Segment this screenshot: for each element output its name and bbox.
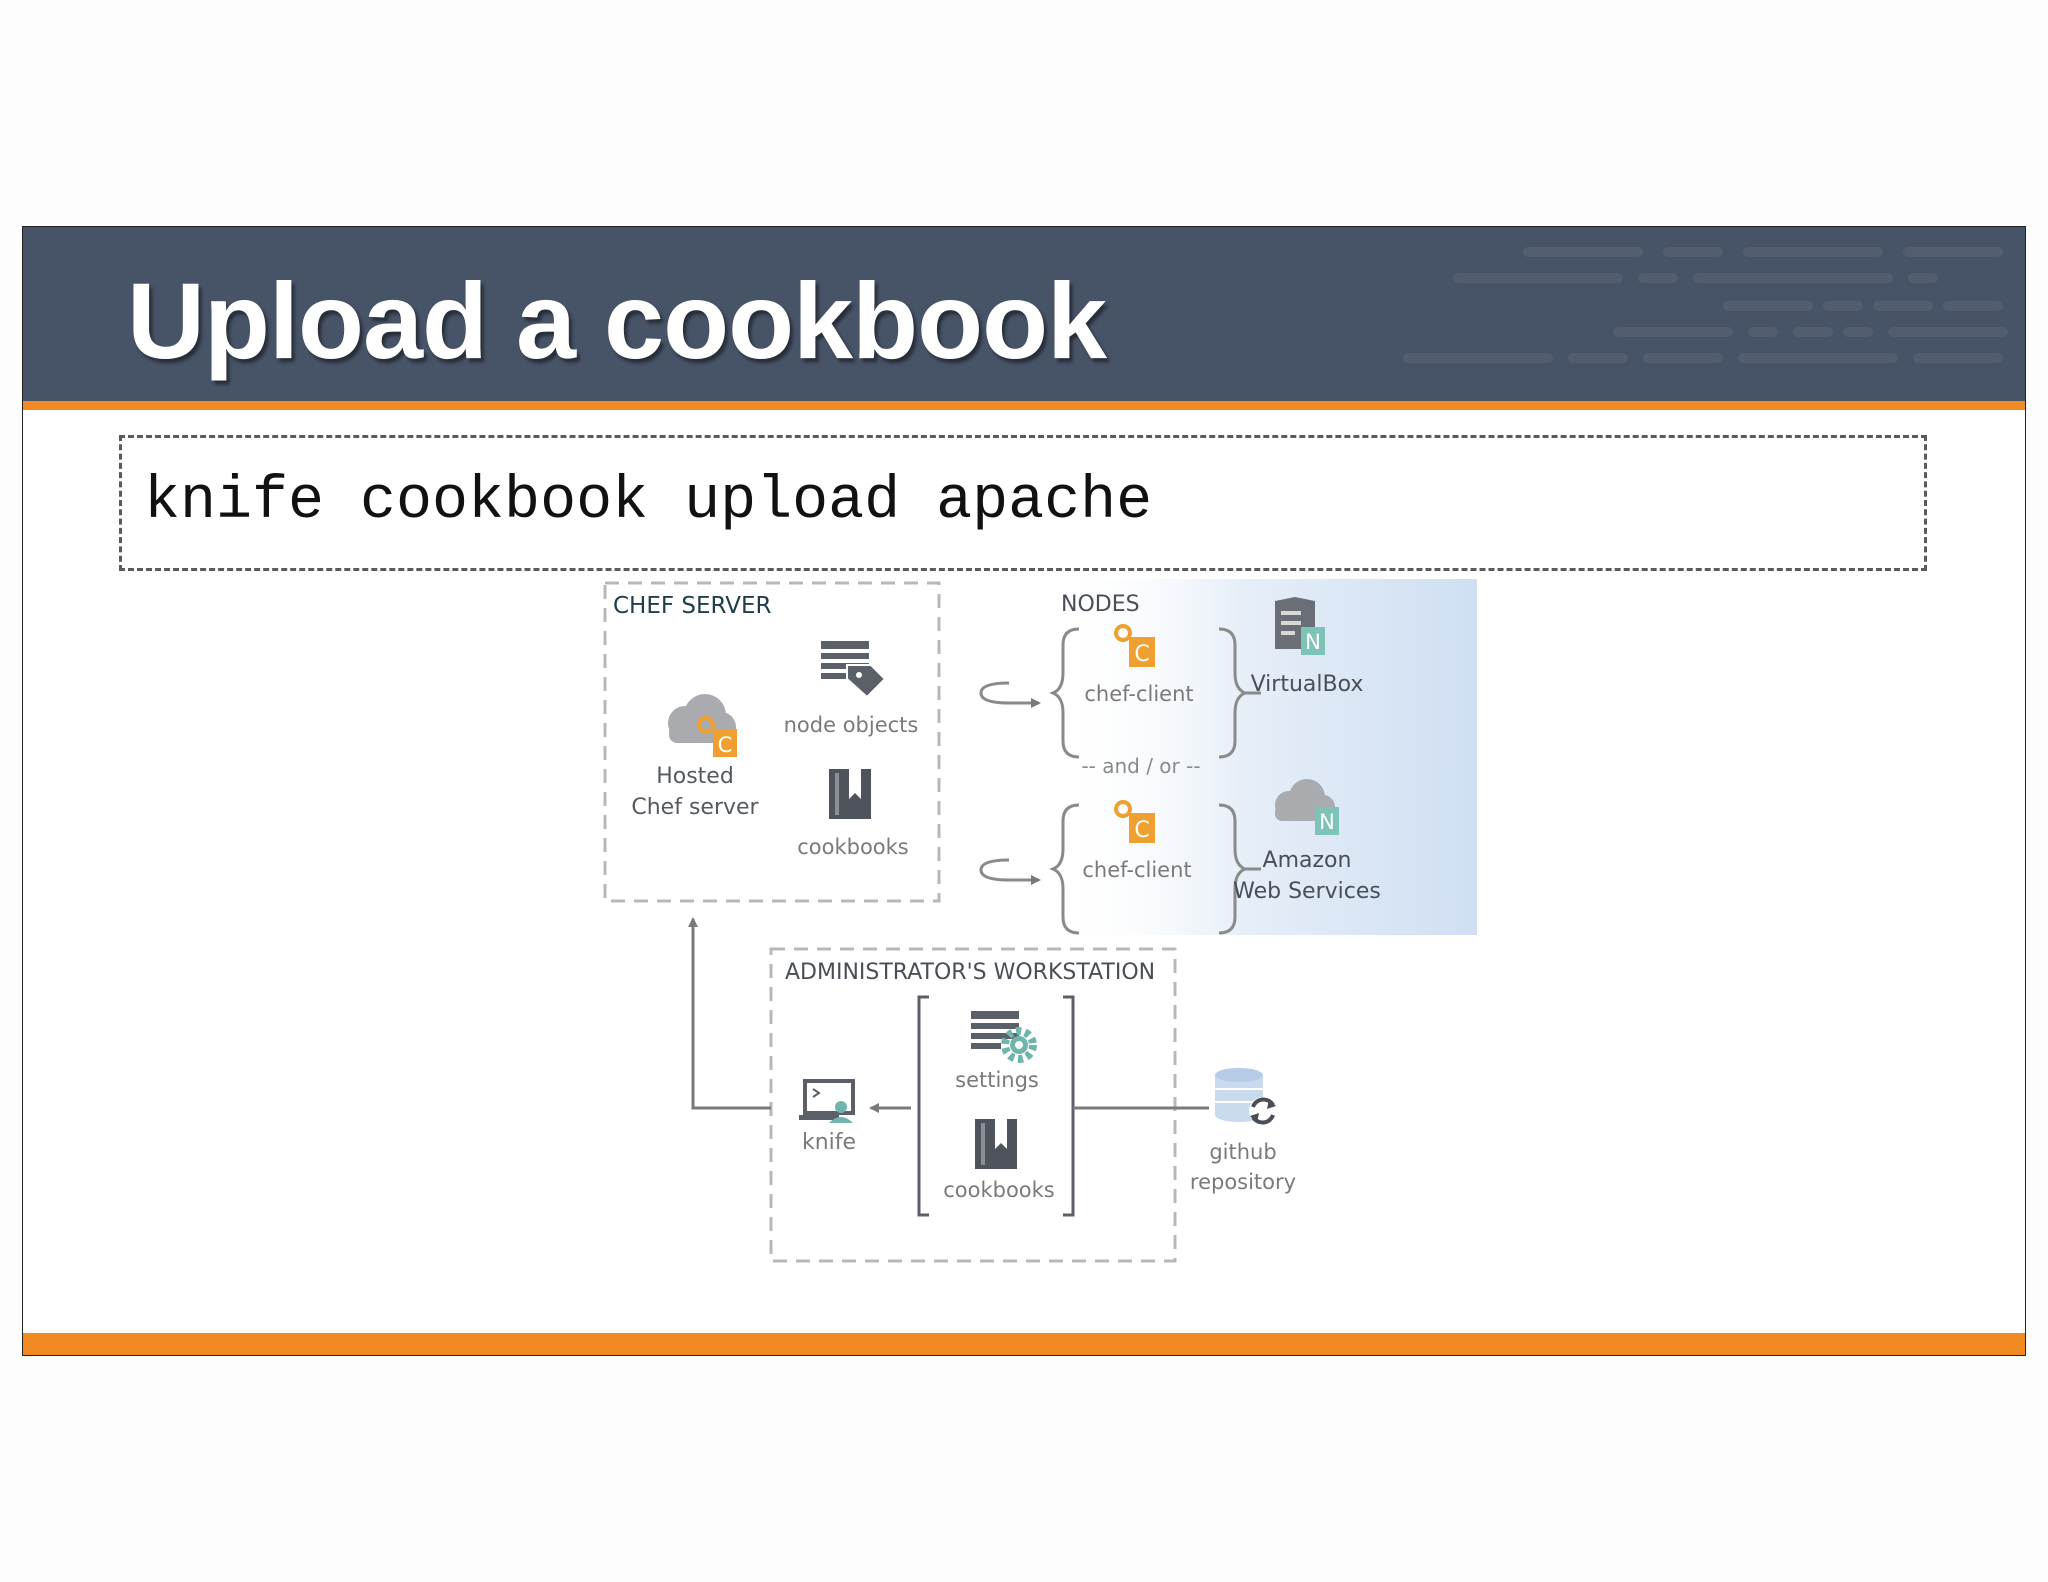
chef-server-box: [603, 581, 941, 903]
server-cookbooks-icon: [829, 769, 871, 819]
hosted-label-line2: Chef server: [631, 795, 759, 820]
github-label-line2: repository: [1190, 1170, 1296, 1194]
bracket-workstation-right: [1063, 995, 1075, 1217]
node-objects-label: node objects: [784, 713, 919, 737]
svg-text:N: N: [1305, 630, 1321, 654]
hosted-label-line1: Hosted: [656, 764, 734, 789]
nodes-heading: NODES: [1061, 592, 1140, 617]
workstation-cookbooks-icon: [975, 1119, 1017, 1169]
hosted-chef-server-icon: C: [668, 694, 737, 757]
knife-label: knife: [802, 1130, 856, 1155]
virtualbox-server-icon: N: [1275, 597, 1325, 655]
virtualbox-label: VirtualBox: [1251, 672, 1364, 697]
server-cookbooks-label: cookbooks: [797, 835, 909, 859]
and-or-label: -- and / or --: [1081, 754, 1200, 778]
bracket-workstation-left: [917, 995, 929, 1217]
chef-client-bottom-label: chef-client: [1082, 858, 1191, 882]
chef-client-top-label: chef-client: [1084, 682, 1193, 706]
header-accent-line: [23, 401, 2025, 410]
svg-text:C: C: [1134, 818, 1149, 843]
arrow-server-to-node-bottom: [979, 858, 1041, 885]
slide-title: Upload a cookbook: [127, 260, 1107, 381]
workstation-box: [769, 947, 1177, 1263]
svg-text:N: N: [1319, 810, 1335, 834]
command-box: knife cookbook upload apache: [119, 435, 1927, 571]
arrow-knife-to-server: [688, 917, 771, 1110]
command-text: knife cookbook upload apache: [144, 468, 1153, 536]
settings-label: settings: [955, 1068, 1039, 1092]
knife-terminal-icon: [799, 1079, 855, 1123]
workstation-cookbooks-label: cookbooks: [943, 1178, 1055, 1202]
svg-text:C: C: [718, 733, 733, 757]
svg-text:C: C: [1134, 642, 1149, 667]
slide: Upload a cookbook knife cookbook upload …: [22, 226, 2026, 1356]
bracket-left-bottom: [1048, 803, 1080, 935]
chef-client-top-icon: C: [1114, 624, 1155, 667]
bracket-left-top: [1048, 627, 1080, 759]
workstation-heading: ADMINISTRATOR'S WORKSTATION: [785, 960, 1155, 985]
aws-label-line2: Web Services: [1233, 879, 1381, 904]
footer-accent-line: [23, 1333, 2025, 1355]
architecture-diagram: CHEF SERVER C Hosted Chef server node ob…: [603, 579, 1477, 1263]
chef-server-heading: CHEF SERVER: [613, 593, 772, 619]
arrow-server-to-node-top: [979, 681, 1041, 708]
aws-cloud-icon: N: [1275, 779, 1339, 835]
github-database-icon: [1215, 1068, 1277, 1125]
header-decoration: [1403, 247, 2008, 363]
github-label-line1: github: [1209, 1140, 1276, 1164]
slide-header: Upload a cookbook: [23, 227, 2025, 401]
chef-client-bottom-icon: C: [1114, 800, 1155, 843]
aws-label-line1: Amazon: [1263, 848, 1352, 873]
settings-icon: [971, 1011, 1037, 1063]
node-objects-icon: [821, 641, 887, 699]
